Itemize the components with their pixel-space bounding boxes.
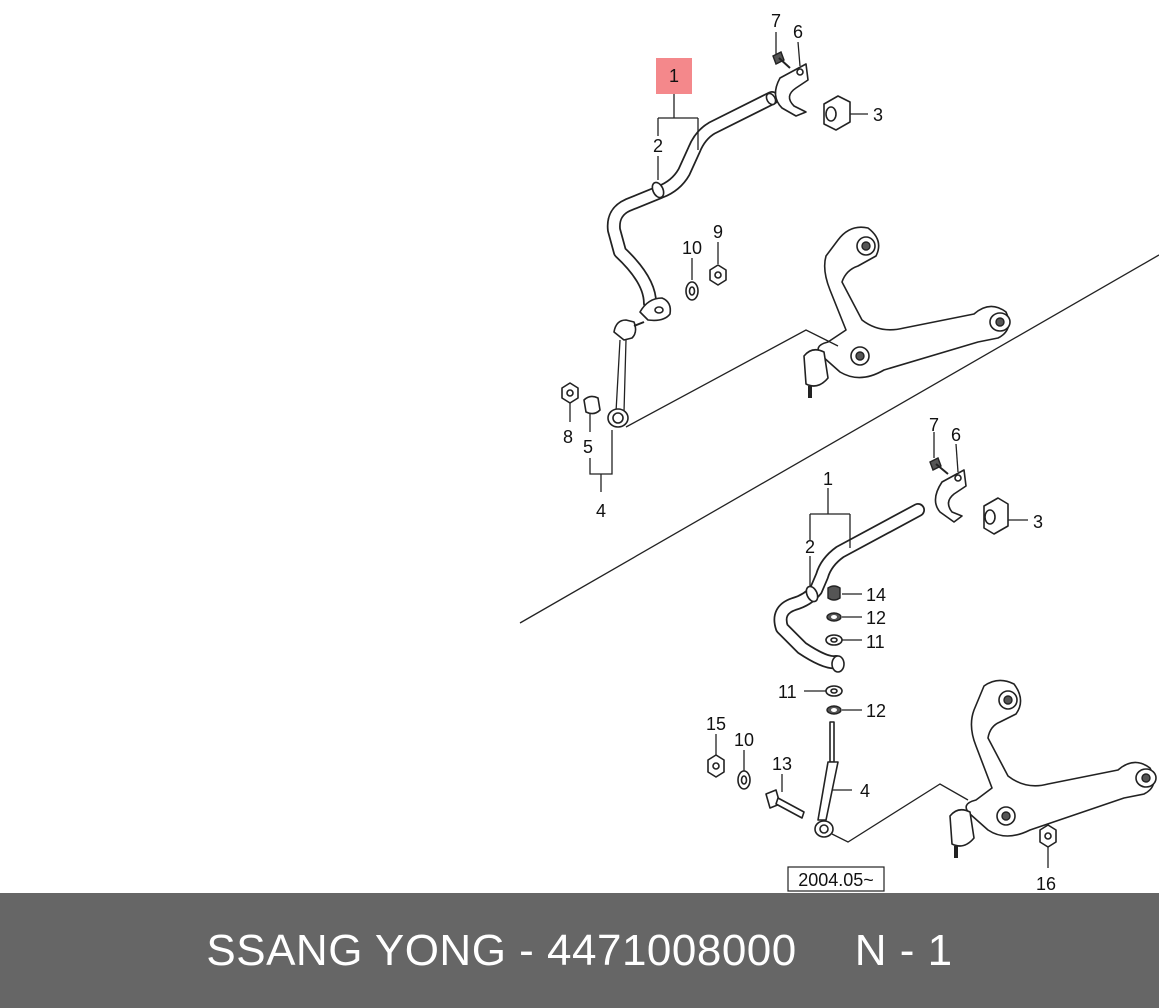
callout-bottom-12b: 12 [866,701,886,721]
callout-top-1: 1 [669,66,679,86]
clamp-bolt-bottom [929,457,942,471]
callout-top-10: 10 [682,238,702,258]
clamp-bracket-top [774,63,809,117]
callout-top-5: 5 [583,437,593,457]
parts-diagram: 1 2 7 6 3 10 9 8 5 4 [519,11,1159,893]
callout-bottom-2: 2 [805,537,815,557]
callout-top-8: 8 [563,427,573,447]
link-rod-bottom [829,721,835,763]
callout-top-2: 2 [653,136,663,156]
date-label-box [787,866,885,892]
divider-line [519,254,1159,624]
callout-bottom-4: 4 [860,781,870,801]
bottom-assembly: 1 2 7 6 3 14 12 11 11 12 15 10 13 4 16 2… [706,415,1157,893]
callout-bottom-14: 14 [866,585,886,605]
callout-bottom-12a: 12 [866,608,886,628]
bar-bushing-bottom [983,497,1009,535]
control-arm-top [803,226,1011,398]
reference-line-bottom [831,783,969,843]
callout-bottom-10: 10 [734,730,754,750]
highlight-box [656,58,692,94]
footer-position: N - 1 [854,925,953,975]
callout-top-9: 9 [713,222,723,242]
callout-top-6: 6 [793,22,803,42]
reference-line-top [625,329,839,428]
date-label: 2004.05~ [798,870,874,890]
link-bushing-top [583,395,601,415]
bar-bushing-ring [651,181,665,199]
link-nut-bottom [827,585,841,601]
control-arm-bottom [949,679,1157,858]
callout-top-3: 3 [873,105,883,125]
callout-bottom-11a: 11 [866,632,885,652]
bar-bushing-ring-bottom [805,585,819,603]
callout-bottom-11b: 11 [778,682,797,702]
callout-bottom-16: 16 [1036,874,1056,893]
top-assembly: 1 2 7 6 3 10 9 8 5 4 [561,11,1011,521]
callout-bottom-13: 13 [772,754,792,774]
footer-brand-part: SSANG YONG - 4471008000 [206,925,797,975]
link-rod-top [613,319,637,341]
callout-bottom-6: 6 [951,425,961,445]
callout-top-7: 7 [771,11,781,31]
callout-bottom-15: 15 [706,714,726,734]
callout-bottom-3: 3 [1033,512,1043,532]
clamp-bracket-bottom [934,469,967,523]
callout-bottom-7: 7 [929,415,939,435]
callout-bottom-1: 1 [823,469,833,489]
footer-bar: SSANG YONG - 4471008000 N - 1 [0,893,1159,1008]
callout-top-4: 4 [596,501,606,521]
